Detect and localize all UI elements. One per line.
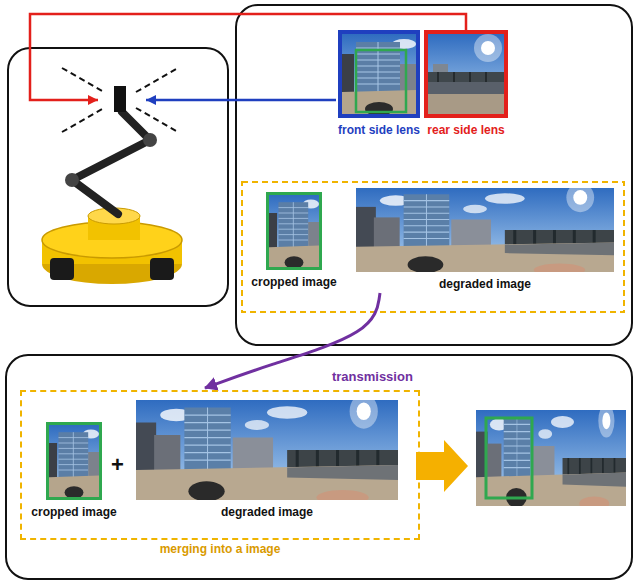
image-frame (356, 188, 614, 272)
image-frame (46, 422, 102, 500)
edge-label: transmission (330, 369, 415, 384)
degraded-image: degraded image (356, 188, 614, 291)
merge-box: merging into a imagecropped imagedegrade… (20, 390, 420, 540)
front-lens-arrow (146, 99, 336, 102)
image-caption: rear side lens (427, 123, 504, 137)
cropped-image: cropped image (266, 192, 322, 289)
image-frame (136, 400, 398, 500)
image-frame (266, 192, 322, 270)
receiver-panel (6, 355, 632, 579)
image-frame (338, 30, 420, 118)
dashed-group-box (242, 182, 624, 312)
robot-panel (8, 48, 228, 306)
cropped-image: cropped image (46, 422, 102, 519)
image-frame (424, 30, 508, 118)
image-caption: degraded image (221, 505, 313, 519)
merge-arrow (416, 440, 468, 492)
merged-image (476, 404, 626, 511)
image-caption: cropped image (251, 275, 336, 289)
panels (6, 5, 632, 579)
lens-image: front side lens (338, 30, 420, 137)
image-caption: front side lens (338, 123, 420, 137)
plus-sign: + (111, 452, 124, 478)
degraded-image: degraded image (136, 400, 398, 519)
robot-illustration (42, 86, 182, 284)
group-caption: merging into a image (22, 542, 418, 556)
camera-panel (236, 5, 632, 345)
image-caption: cropped image (31, 505, 116, 519)
image-caption: degraded image (439, 277, 531, 291)
lens-image: rear side lens (424, 30, 508, 137)
